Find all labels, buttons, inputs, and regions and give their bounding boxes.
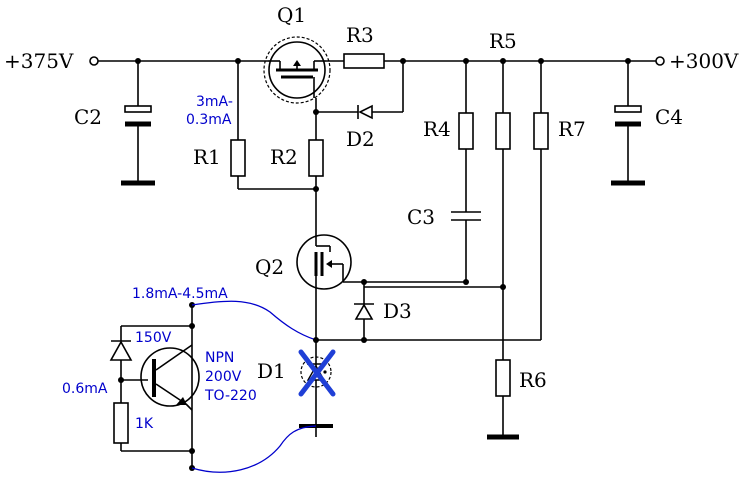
base-resistor-note: 1K — [135, 416, 154, 432]
transistor-q2 — [296, 234, 466, 340]
resistor-r6 — [487, 359, 519, 440]
capacitor-c4 — [611, 61, 645, 186]
label-d1: D1 — [257, 359, 286, 383]
base-current-note: 0.6mA — [62, 381, 108, 397]
label-r1: R1 — [193, 145, 221, 169]
r1-current-note-bottom: 0.3mA — [186, 112, 232, 128]
r1-current-note-top: 3mA- — [196, 94, 233, 110]
zener-voltage-note: 150V — [135, 330, 172, 346]
resistor-r2 — [308, 98, 324, 240]
diode-d3 — [354, 282, 374, 340]
output-voltage-label: +300V — [669, 49, 739, 73]
transistor-rating-note: 200V — [205, 369, 242, 385]
transistor-type-note: NPN — [205, 350, 234, 366]
connection-sketch — [191, 300, 317, 473]
label-d2: D2 — [346, 127, 375, 151]
label-q2: Q2 — [255, 255, 284, 279]
diode-d2 — [316, 61, 404, 120]
cross-mark-icon — [298, 349, 336, 397]
q2-current-note: 1.8mA-4.5mA — [132, 286, 228, 302]
resistor-r1 — [230, 61, 316, 190]
label-d3: D3 — [383, 299, 412, 323]
label-c2: C2 — [74, 105, 102, 129]
capacitor-c3 — [451, 211, 481, 282]
label-q1: Q1 — [277, 3, 306, 27]
transistor-q1 — [263, 36, 331, 104]
capacitor-c2 — [121, 61, 155, 186]
label-c3: C3 — [407, 205, 435, 229]
input-voltage-label: +375V — [4, 49, 74, 73]
label-r5: R5 — [489, 29, 517, 53]
input-terminal — [89, 56, 99, 66]
transistor-package-note: TO-220 — [204, 388, 257, 404]
label-r7: R7 — [558, 117, 586, 141]
label-r3: R3 — [346, 23, 374, 47]
output-terminal — [655, 56, 665, 66]
resistor-r3 — [343, 53, 385, 69]
replacement-circuit — [109, 302, 200, 471]
resistor-r7 — [316, 61, 549, 341]
junctions — [135, 58, 631, 343]
label-r4: R4 — [423, 117, 451, 141]
label-r2: R2 — [270, 145, 298, 169]
label-c4: C4 — [655, 105, 683, 129]
resistor-r4 — [458, 61, 474, 212]
label-r6: R6 — [519, 368, 547, 392]
resistor-r5 — [364, 61, 511, 360]
